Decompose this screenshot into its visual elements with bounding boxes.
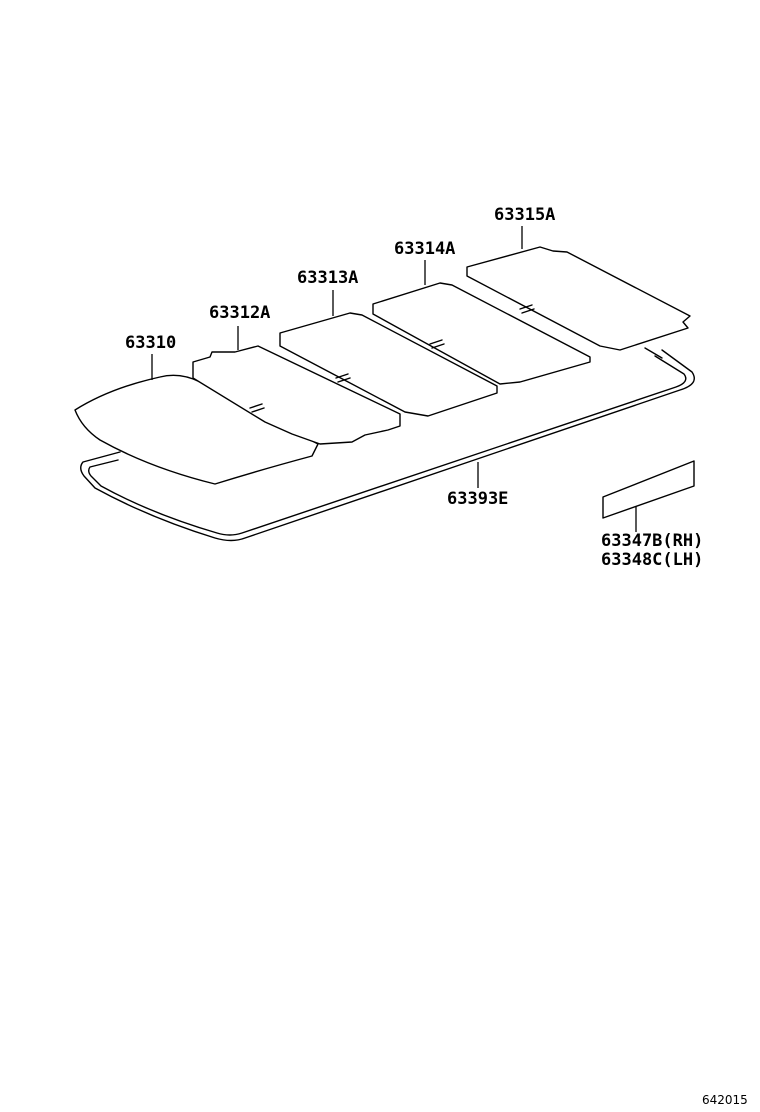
side-trim-piece[interactable]	[602, 460, 695, 519]
headlining-panel-63312A[interactable]	[192, 345, 401, 445]
roof-base-panel[interactable]	[80, 347, 695, 542]
part-label-63310: 63310	[125, 333, 176, 353]
part-label-63348C-lh: 63348C(LH)	[601, 550, 703, 570]
leader-lines	[151, 226, 637, 532]
headlining-panel-63313A[interactable]	[279, 312, 498, 417]
part-label-63312A: 63312A	[209, 303, 270, 323]
figure-code: 642015	[702, 1093, 748, 1107]
headlining-panel-63315A[interactable]	[466, 246, 691, 351]
headlining-panel-63314A[interactable]	[372, 282, 591, 385]
part-label-63313A: 63313A	[297, 268, 358, 288]
part-number-labels: 63310 63312A 63313A 63314A 63315A 63393E…	[125, 205, 703, 570]
part-label-63393E: 63393E	[447, 489, 508, 509]
part-label-63315A: 63315A	[494, 205, 555, 225]
part-label-63347B-rh: 63347B(RH)	[601, 531, 703, 551]
part-label-63314A: 63314A	[394, 239, 455, 259]
